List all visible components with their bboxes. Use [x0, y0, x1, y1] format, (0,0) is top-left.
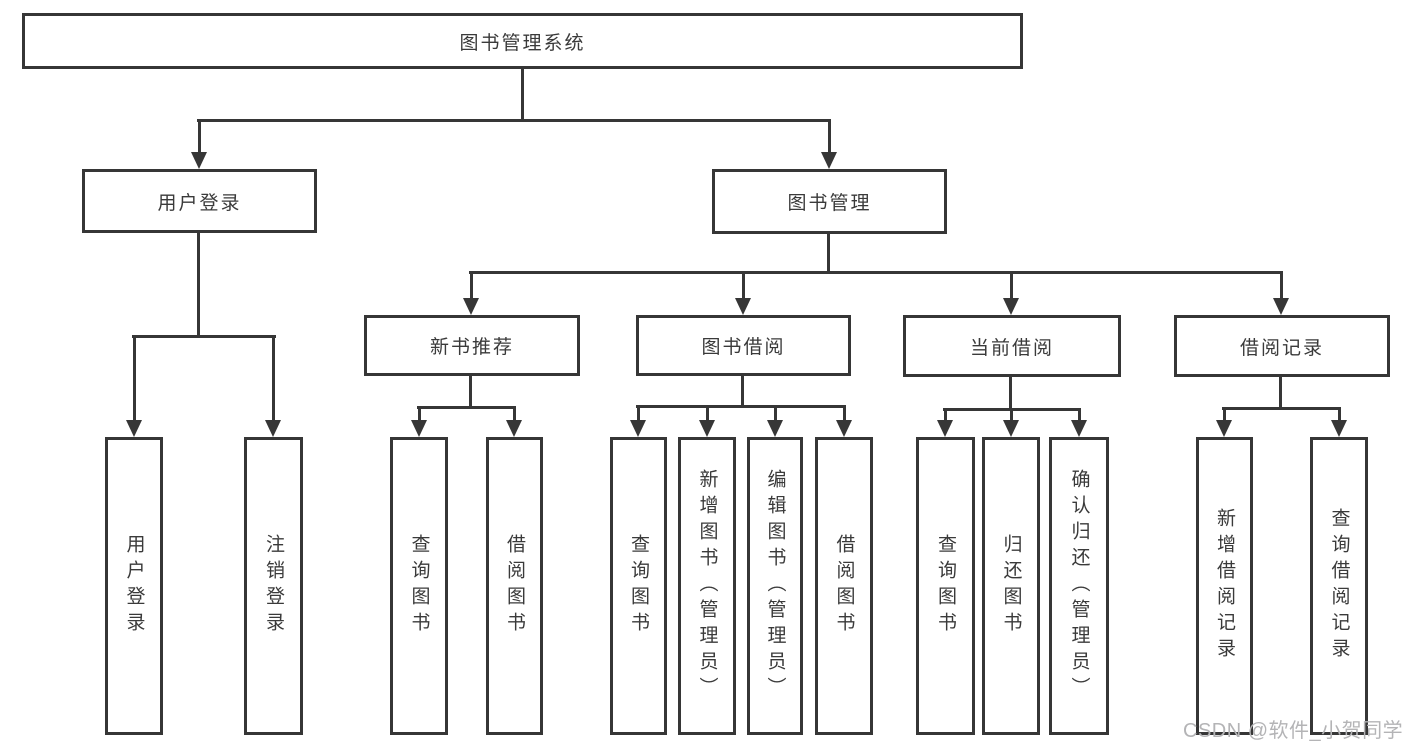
leaf-record-query-borrow-record: 查询借阅记录	[1310, 437, 1368, 735]
csdn-watermark: CSDN @软件_小贺同学	[1183, 720, 1404, 742]
node-book-borrow: 图书借阅	[636, 315, 851, 376]
arrowhead-down	[1273, 298, 1289, 315]
arrowhead-down	[1071, 420, 1087, 437]
connector-line	[198, 119, 201, 155]
leaf-borrow-add-book-admin: 新增图书（管理员）	[678, 437, 736, 735]
connector-line	[1078, 408, 1081, 423]
connector-line	[417, 406, 516, 409]
connector-line	[636, 405, 846, 408]
connector-line	[133, 335, 136, 423]
leaf-borrow-edit-book-admin: 编辑图书（管理员）	[747, 437, 803, 735]
arrowhead-down	[735, 298, 751, 315]
arrowhead-down	[1216, 420, 1232, 437]
connector-line	[1223, 407, 1226, 423]
node-library-system: 图书管理系统	[22, 13, 1023, 69]
arrowhead-down	[1331, 420, 1347, 437]
arrowhead-down	[699, 420, 715, 437]
connector-line	[1338, 407, 1341, 423]
connector-line	[1280, 271, 1283, 301]
node-borrow-record: 借阅记录	[1174, 315, 1390, 377]
node-book-management: 图书管理	[712, 169, 947, 234]
connector-line	[1010, 408, 1013, 423]
node-current-borrow: 当前借阅	[903, 315, 1121, 377]
arrowhead-down	[265, 420, 281, 437]
leaf-current-query-book: 查询图书	[916, 437, 975, 735]
connector-line	[828, 119, 831, 155]
leaf-borrow-borrow-book: 借阅图书	[815, 437, 873, 735]
arrowhead-down	[126, 420, 142, 437]
connector-line	[197, 119, 831, 122]
leaf-logout: 注销登录	[244, 437, 303, 735]
leaf-user-login: 用户登录	[105, 437, 163, 735]
arrowhead-down	[836, 420, 852, 437]
leaf-current-return-book: 归还图书	[982, 437, 1040, 735]
leaf-record-add-borrow-record: 新增借阅记录	[1196, 437, 1253, 735]
connector-line	[843, 405, 846, 423]
leaf-recommend-borrow-book: 借阅图书	[486, 437, 543, 735]
connector-line	[774, 405, 777, 423]
connector-line	[944, 408, 947, 423]
arrowhead-down	[821, 152, 837, 169]
node-user-login: 用户登录	[82, 169, 317, 233]
connector-line	[742, 271, 745, 301]
arrowhead-down	[1003, 420, 1019, 437]
connector-line	[521, 69, 524, 121]
arrowhead-down	[506, 420, 522, 437]
arrowhead-down	[767, 420, 783, 437]
connector-line	[418, 406, 421, 423]
connector-line	[741, 376, 744, 408]
connector-line	[470, 271, 473, 301]
connector-line	[513, 406, 516, 423]
arrowhead-down	[463, 298, 479, 315]
arrowhead-down	[1003, 298, 1019, 315]
connector-line	[637, 405, 640, 423]
connector-line	[1222, 407, 1341, 410]
connector-line	[272, 335, 275, 423]
arrowhead-down	[630, 420, 646, 437]
arrowhead-down	[411, 420, 427, 437]
arrowhead-down	[937, 420, 953, 437]
connector-line	[706, 405, 709, 423]
connector-line	[827, 234, 830, 273]
connector-line	[469, 376, 472, 409]
connector-line	[197, 233, 200, 338]
leaf-current-confirm-return-admin: 确认归还（管理员）	[1049, 437, 1109, 735]
connector-line	[1009, 377, 1012, 411]
connector-line	[469, 271, 1283, 274]
connector-line	[1010, 271, 1013, 301]
connector-line	[132, 335, 276, 338]
leaf-recommend-query-book: 查询图书	[390, 437, 448, 735]
arrowhead-down	[191, 152, 207, 169]
node-new-book-recommend: 新书推荐	[364, 315, 580, 376]
connector-line	[1279, 377, 1282, 410]
leaf-borrow-query-book: 查询图书	[610, 437, 667, 735]
